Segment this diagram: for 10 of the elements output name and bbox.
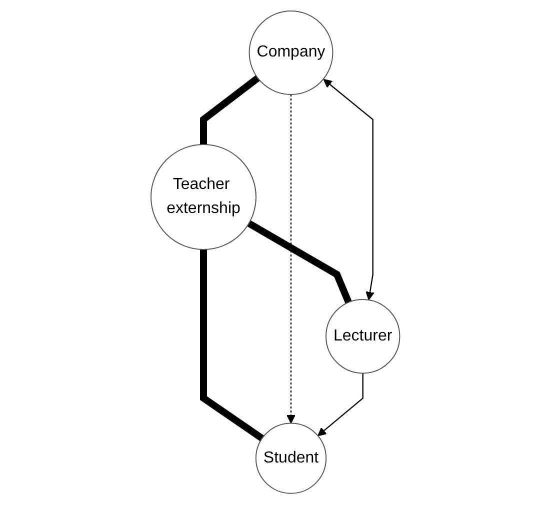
arrow bbox=[318, 374, 364, 436]
connector bbox=[200, 250, 264, 442]
node-circle: Student bbox=[256, 423, 327, 494]
connector bbox=[247, 220, 352, 304]
node-circle: Teacher externship bbox=[150, 144, 257, 250]
node-circle: Company bbox=[248, 10, 334, 96]
connector bbox=[200, 76, 260, 145]
arrow bbox=[286, 94, 296, 424]
node-circle: Lecturer bbox=[326, 299, 400, 374]
arrow bbox=[323, 79, 374, 301]
